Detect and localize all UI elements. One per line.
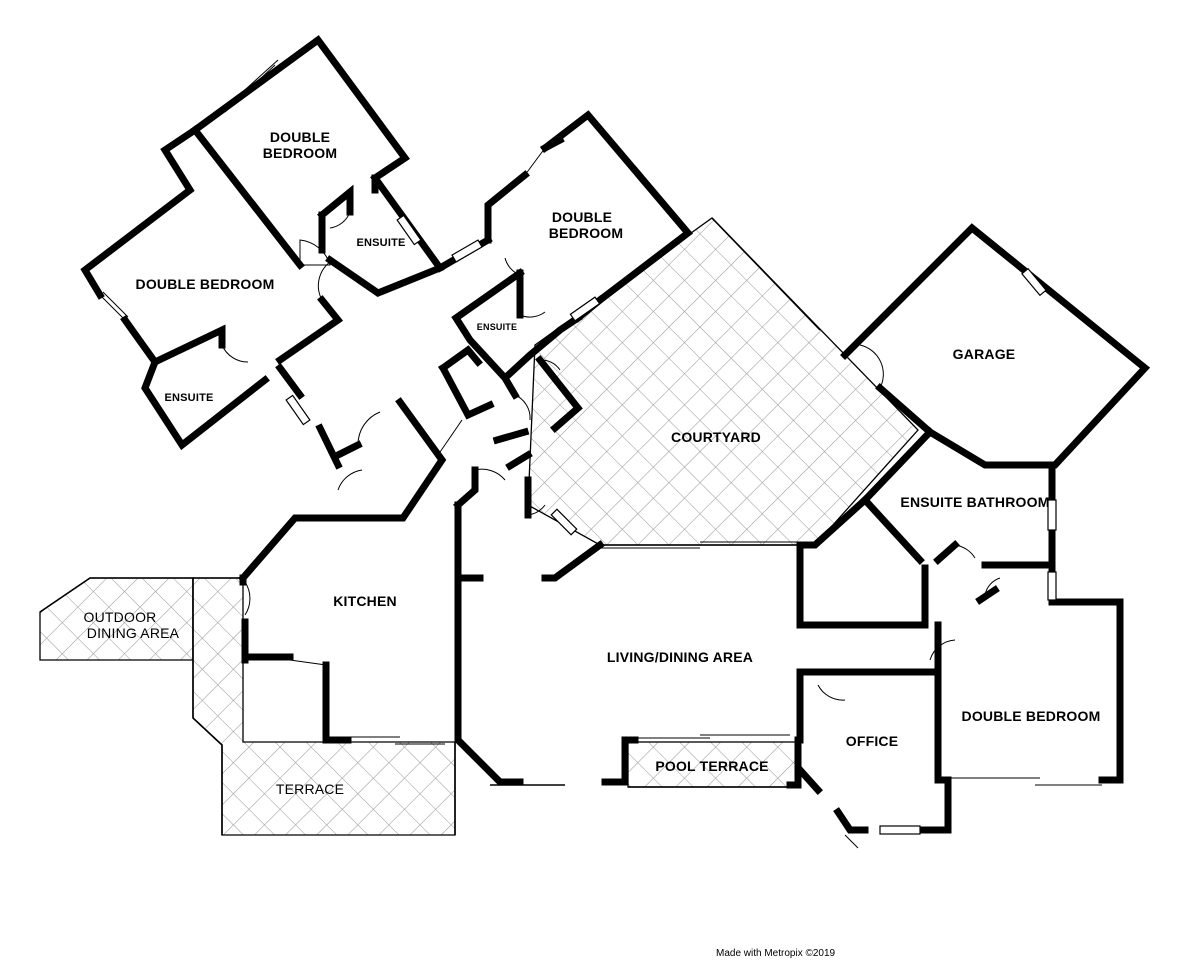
label-double-bedroom-right: DOUBLE BEDROOM bbox=[962, 708, 1101, 724]
label-double-bedroom-top-2: BEDROOM bbox=[263, 145, 338, 161]
label-courtyard: COURTYARD bbox=[671, 429, 761, 445]
label-ensuite-top: ENSUITE bbox=[356, 237, 405, 249]
label-terrace: TERRACE bbox=[276, 781, 344, 797]
courtyard-area bbox=[527, 217, 919, 546]
label-double-bedroom-center-1: DOUBLE bbox=[552, 209, 612, 225]
label-kitchen: KITCHEN bbox=[333, 593, 397, 609]
center-wing-walls bbox=[238, 110, 694, 786]
label-ensuite-bathroom: ENSUITE BATHROOM bbox=[900, 494, 1049, 510]
left-wing-walls bbox=[80, 35, 493, 470]
room-labels: DOUBLE BEDROOM DOUBLE BEDROOM ENSUITE EN… bbox=[84, 129, 1101, 797]
label-double-bedroom-top-1: DOUBLE bbox=[270, 129, 330, 145]
pool-terrace-area bbox=[627, 741, 799, 788]
label-ensuite-center: ENSUITE bbox=[477, 322, 517, 332]
label-double-bedroom-left: DOUBLE BEDROOM bbox=[136, 276, 275, 292]
label-outdoor-dining-2: DINING AREA bbox=[87, 625, 180, 641]
label-living-dining: LIVING/DINING AREA bbox=[607, 649, 753, 665]
label-ensuite-left: ENSUITE bbox=[164, 392, 213, 404]
outdoor-outlines bbox=[39, 217, 821, 835]
metropix-credit: Made with Metropix ©2019 bbox=[716, 948, 836, 959]
label-garage: GARAGE bbox=[953, 346, 1016, 362]
doors bbox=[99, 59, 1102, 849]
label-pool-terrace: POOL TERRACE bbox=[655, 758, 768, 774]
label-double-bedroom-center-2: BEDROOM bbox=[549, 225, 624, 241]
label-office: OFFICE bbox=[846, 733, 899, 749]
windows bbox=[285, 214, 1057, 835]
east-wing-walls bbox=[795, 223, 1151, 834]
label-outdoor-dining-1: OUTDOOR bbox=[84, 609, 157, 625]
